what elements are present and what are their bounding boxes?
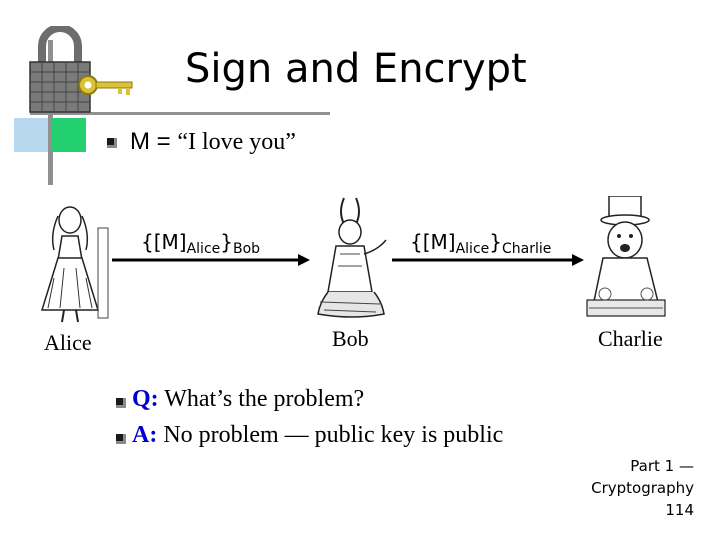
page-number: 114 (665, 501, 694, 519)
bullet-icon (116, 398, 126, 408)
arrow2-brace: } (489, 230, 502, 254)
slide-footer: Part 1 — Cryptography 114 (591, 455, 694, 521)
decor-horizontal-line (30, 112, 330, 115)
alice-figure (40, 206, 109, 323)
arrow2-bracket: {[M] (410, 230, 456, 254)
arrow1-sub-alice: Alice (186, 241, 221, 257)
decor-lightblue-square (14, 118, 48, 152)
question-text: What’s the problem? (158, 386, 365, 412)
arrow2-sub-charlie: Charlie (502, 241, 552, 257)
name-charlie: Charlie (598, 326, 663, 351)
arrow1-sub-bob: Bob (233, 241, 261, 257)
footer-part: Part 1 — (630, 457, 694, 475)
label-signed-for-bob: {[M]Alice}Bob (141, 230, 260, 257)
arrow-bob-to-charlie (392, 254, 584, 266)
key-icon (78, 75, 133, 95)
arrow1-brace: } (220, 230, 233, 254)
question-label: Q: (132, 386, 159, 412)
slide-title: Sign and Encrypt (185, 46, 527, 92)
arrow-alice-to-bob (112, 254, 310, 266)
answer-label: A: (132, 422, 158, 448)
bullet-icon (107, 138, 117, 148)
label-signed-for-charlie: {[M]Alice}Charlie (410, 230, 551, 257)
rabbit-figure (317, 197, 387, 318)
decor-green-square (52, 118, 86, 152)
bullet-icon (116, 434, 126, 444)
message-text: “I love you” (177, 129, 296, 155)
arrow2-sub-alice: Alice (455, 241, 490, 257)
name-bob: Bob (332, 326, 369, 351)
answer-text: No problem — public key is public (157, 422, 504, 448)
name-alice: Alice (44, 330, 92, 355)
padlock-icon (29, 26, 91, 113)
question-line: Q: What’s the problem? (132, 386, 364, 413)
answer-line: A: No problem — public key is public (132, 422, 503, 449)
message-prefix: M = (130, 128, 178, 155)
arrow1-bracket: {[M] (141, 230, 187, 254)
footer-topic: Cryptography (591, 479, 694, 497)
message-line: M = “I love you” (130, 128, 296, 156)
hatter-figure (586, 196, 666, 317)
